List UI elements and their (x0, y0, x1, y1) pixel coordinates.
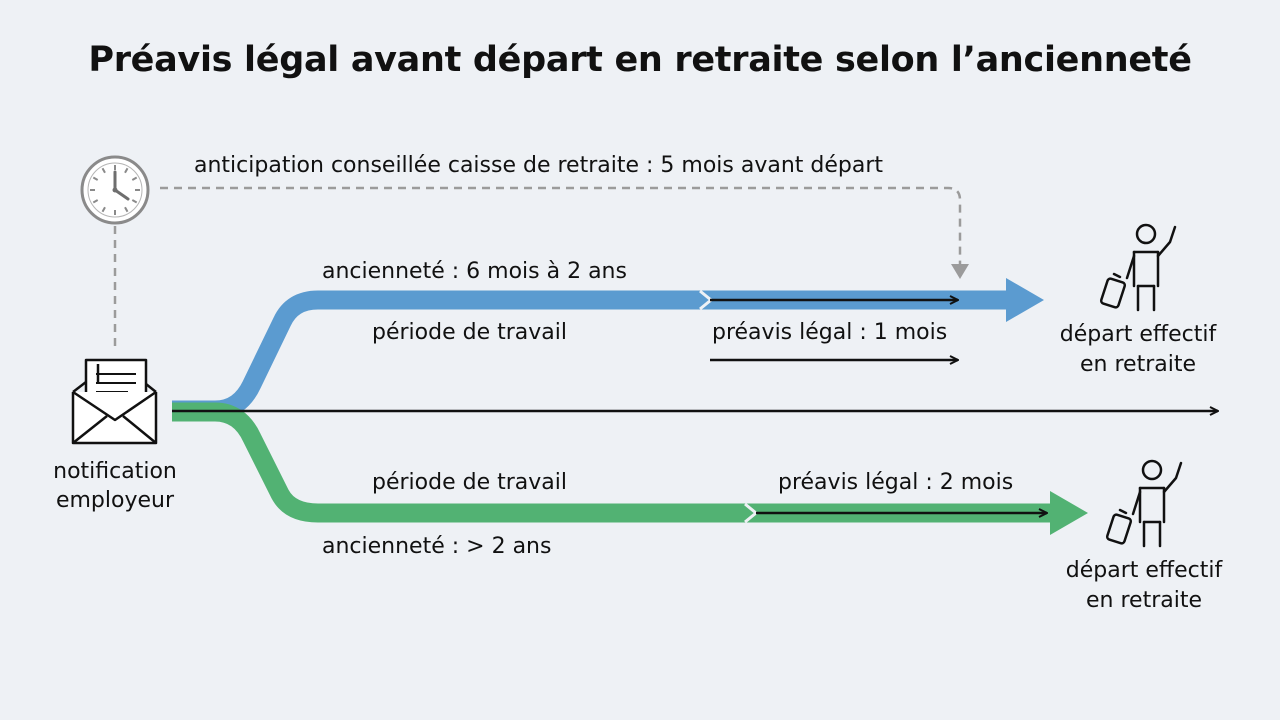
track-long-arrowhead (1050, 491, 1088, 535)
track-short-work-period-label: période de travail (372, 320, 567, 345)
track-short-band (172, 290, 1010, 420)
track-long-notice-label: préavis légal : 2 mois (778, 470, 1014, 495)
track-long-work-period-label: période de travail (372, 470, 567, 495)
envelope-letter-icon (71, 358, 158, 445)
notification-line2: employeur (55, 488, 175, 513)
notification-line1: notification (53, 459, 177, 484)
track-long-band (172, 402, 1050, 523)
retiree-icon-long (1105, 459, 1183, 548)
track-short-departure-label: départ effectif en retraite (1028, 320, 1248, 380)
track-short-seniority-label: ancienneté : 6 mois à 2 ans (322, 259, 627, 284)
track-short-departure-line2: en retraite (1080, 352, 1196, 377)
track-long-departure-line2: en retraite (1086, 588, 1202, 613)
track-short-arrowhead (1006, 278, 1044, 322)
anticipation-arrowhead (951, 264, 969, 279)
page-title: Préavis légal avant départ en retraite s… (88, 40, 1192, 80)
retiree-icon-short (1099, 223, 1177, 312)
track-long-seniority-label: ancienneté : > 2 ans (322, 534, 552, 559)
clock-icon (80, 155, 150, 225)
track-short-departure-line1: départ effectif (1059, 322, 1217, 347)
notification-label: notification employeur (30, 457, 200, 515)
track-short-notice-label: préavis légal : 1 mois (712, 320, 948, 345)
anticipation-dashed-line (160, 186, 962, 266)
track-long-departure-label: départ effectif en retraite (1034, 556, 1254, 616)
track-long-departure-line1: départ effectif (1065, 558, 1223, 583)
anticipation-label: anticipation conseillée caisse de retrai… (194, 153, 884, 178)
